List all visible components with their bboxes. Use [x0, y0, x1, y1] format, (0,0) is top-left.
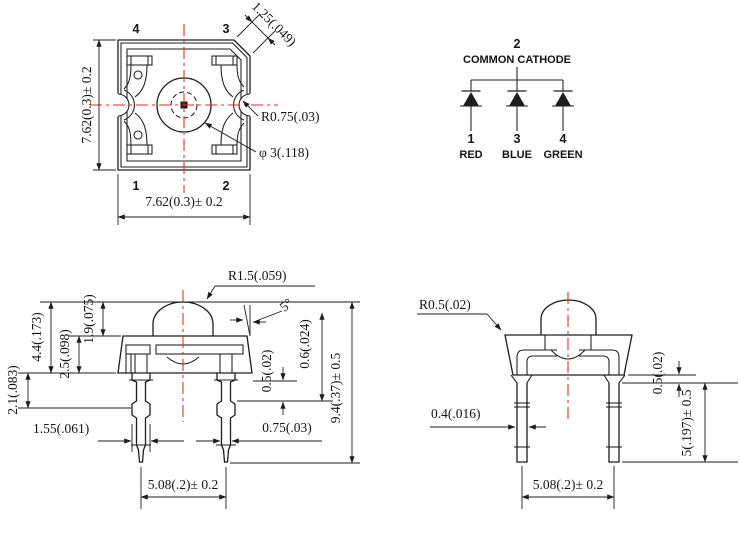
schematic: 2 COMMON CATHODE 1 RED 3 BLUE: [459, 37, 582, 161]
inner-lead-left-outer: [516, 349, 557, 375]
dim-step: 0.5(.02): [622, 352, 738, 397]
top-view: 7.62(0.3)± 0.2 7.62(0.3)± 0.2 1.25(.049)…: [79, 0, 320, 225]
diode-symbol: [463, 92, 479, 106]
inner-lead-right-inner: [579, 355, 610, 375]
dim-label: 5.08(.2)± 0.2: [148, 477, 218, 492]
left-notch: [117, 93, 130, 117]
common-pin-number: 2: [514, 37, 521, 51]
dim-chamfer: 1.25(.049): [236, 0, 299, 54]
dim-label: R0.5(.02): [419, 297, 471, 312]
dim-label: 7.62(0.3)± 0.2: [79, 66, 94, 143]
dim-total-height: 9.4(.37)± 0.5: [328, 301, 355, 464]
dim-dome-height: 1.9(.075): [81, 294, 106, 344]
dim-label: R1.5(.059): [228, 268, 287, 283]
dim-pitch: 5.08(.2)± 0.2: [521, 466, 615, 509]
left-lead: [514, 382, 530, 463]
dim-label: 0.75(.03): [262, 420, 312, 435]
diode-green: 4 GREEN: [543, 80, 583, 161]
pin-label-3: 3: [223, 22, 230, 36]
dim-lead-length: 5(.197)± 0.5: [622, 382, 738, 463]
pin-color: RED: [459, 149, 482, 161]
reflector-bowl: [550, 349, 586, 360]
left-notch-surround: [123, 89, 135, 121]
lead-hole-top: [133, 70, 143, 80]
dim-label: 5(.197)± 0.5: [679, 389, 694, 456]
side-view: R0.5(.02) 0.4(.016) 0.5(.02) 5(.197)± 0.…: [417, 292, 738, 509]
front-view: 2.1(.083) 4.4(.173) 2.5(.098) 1.9(.075) …: [5, 268, 360, 509]
dim-label: 4.4(.173): [29, 312, 44, 362]
inner-lead-right-outer: [579, 349, 620, 375]
dim-label: 7.62(0.3)± 0.2: [145, 194, 222, 209]
corner-leads: [123, 55, 245, 155]
dim-label: 5.08(.2)± 0.2: [533, 477, 603, 492]
dim-label: R0.75(.03): [261, 109, 320, 124]
pin-color: BLUE: [502, 149, 532, 161]
pin-color: GREEN: [543, 149, 582, 161]
dim-label: 2.1(.083): [5, 365, 20, 415]
dim-body-height: 2.5(.098): [57, 329, 82, 379]
dim-label: 2.5(.098): [57, 329, 72, 379]
dim-label: 0.5(.02): [650, 352, 665, 395]
pin-number: 3: [514, 132, 521, 146]
lead-hole-bottom: [133, 130, 143, 140]
dim-label: 1.25(.049): [249, 0, 299, 49]
leadframe-bar-right: [155, 344, 244, 355]
dim-corner-radius: R0.5(.02): [417, 297, 502, 331]
dim-label: 1.9(.075): [81, 294, 96, 344]
pin-number: 1: [468, 132, 475, 146]
dim-dome-radius: R1.5(.059): [206, 268, 315, 300]
dim-pitch: 5.08(.2)± 0.2: [140, 467, 227, 509]
left-lead: [129, 372, 153, 463]
dim-top-view-width: 7.62(0.3)± 0.2: [117, 174, 251, 225]
diode-red: 1 RED: [459, 80, 483, 161]
diode-symbol: [509, 92, 525, 106]
dim-label: 9.4(.37)± 0.5: [328, 353, 343, 424]
dim-seat: 0.6(.024): [297, 312, 325, 402]
dim-lead-width: 0.75(.03): [196, 420, 322, 444]
dim-kink-width: 1.55(.061): [33, 421, 184, 452]
dim-top-view-height: 7.62(0.3)± 0.2: [79, 39, 116, 171]
inner-lead-left-inner: [526, 355, 557, 375]
dim-label: 1.55(.061): [33, 421, 89, 436]
dim-lead-thickness: 0.4(.016): [430, 406, 546, 430]
diode-symbol: [555, 92, 571, 106]
diode-blue: 3 BLUE: [502, 80, 532, 161]
dim-label: 0.4(.016): [431, 406, 481, 421]
dim-label: 0.5(.02): [259, 350, 274, 393]
pin-label-2: 2: [223, 179, 230, 193]
leadframe-bar-left: [125, 344, 151, 355]
dim-standoff: 2.1(.083): [5, 365, 31, 415]
dim-label: φ 3(.118): [259, 145, 309, 160]
dim-label: 0.6(.024): [297, 319, 312, 369]
pin-label-4: 4: [133, 22, 140, 36]
dim-head-height: 4.4(.173): [29, 301, 54, 374]
dim-draft-angle: 5°: [230, 295, 296, 337]
pin-number: 4: [560, 132, 567, 146]
dim-step: 0.5(.02): [237, 350, 333, 415]
right-lead: [214, 372, 238, 463]
pin-label-1: 1: [133, 179, 140, 193]
dim-lens-diameter: φ 3(.118): [204, 122, 309, 160]
right-lead: [606, 382, 622, 463]
dim-notch-radius: R0.75(.03): [242, 100, 320, 124]
common-cathode-label: COMMON CATHODE: [463, 54, 571, 66]
